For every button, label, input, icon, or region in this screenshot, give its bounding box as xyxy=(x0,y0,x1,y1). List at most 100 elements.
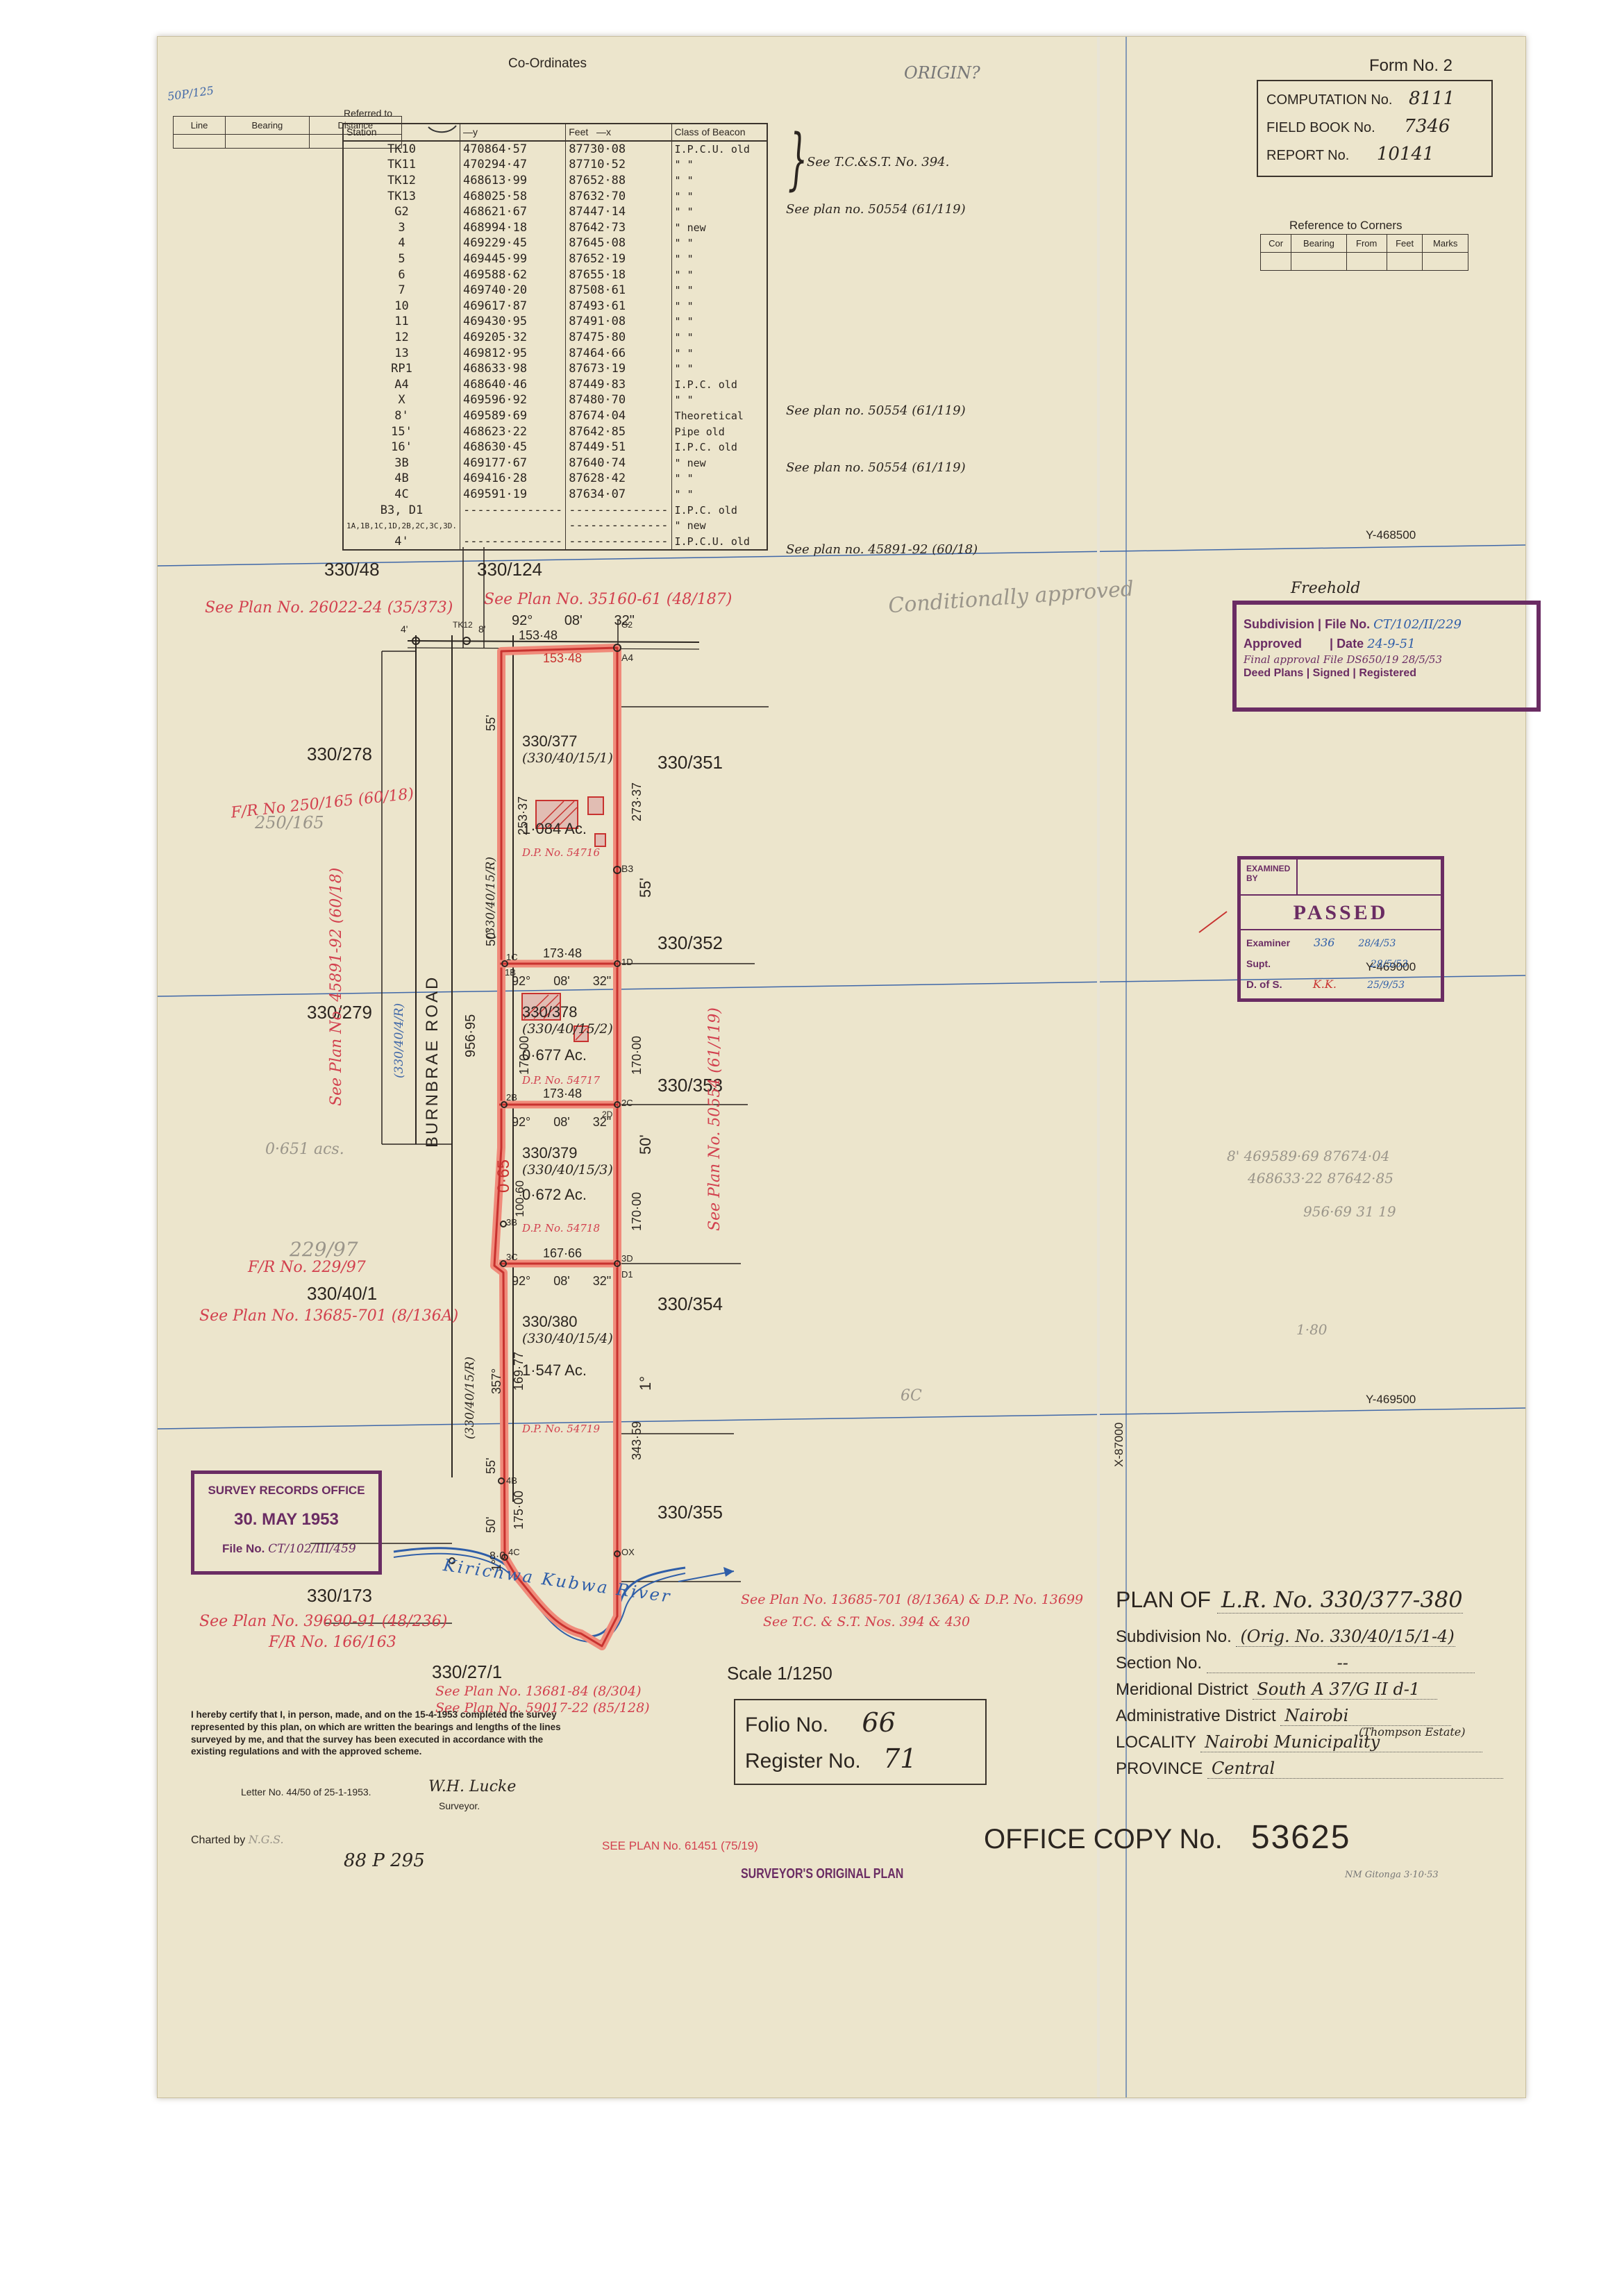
pencil-1-80: 1·80 xyxy=(1296,1321,1328,1338)
see-plan-39690: See Plan No. 39690-91 (48/236) xyxy=(199,1613,448,1630)
road-name: BURNBRAE ROAD xyxy=(423,975,442,1148)
dim-175-00: 175·00 xyxy=(512,1490,526,1530)
beacon-class-cell: " new xyxy=(674,221,706,234)
station-cell: B3, D1 xyxy=(343,502,460,518)
neighbour-330-173: 330/173 xyxy=(307,1585,372,1606)
locality-note: (Thompson Estate) xyxy=(1359,1725,1466,1738)
station-cell: 15' xyxy=(343,424,460,439)
x-cell: 87640·74 xyxy=(565,455,672,471)
coordinates-referred-to: Referred to xyxy=(344,108,393,119)
certificate-surveyor: Surveyor. xyxy=(439,1800,480,1811)
fr-229-97: F/R No. 229/97 xyxy=(248,1259,366,1276)
see-plan-61451: SEE PLAN No. 61451 (75/19) xyxy=(602,1839,758,1852)
certificate-letter: Letter No. 44/50 of 25-1-1953. xyxy=(241,1786,371,1798)
neighbour-330-353: 330/353 xyxy=(658,1075,723,1096)
beacon-class-cell: " " xyxy=(674,299,694,312)
x-cell: 87642·85 xyxy=(565,424,672,439)
beacon-g2: G2 xyxy=(621,620,633,630)
beacon-class-cell: " " xyxy=(674,268,694,281)
beacon-class-cell: " " xyxy=(674,394,694,407)
road-reserve-upper: (330/40/15/R) xyxy=(484,857,498,939)
x-cell: 87710·52 xyxy=(565,157,672,173)
form-number: Form No. 2 xyxy=(1369,56,1453,75)
beacon-3b: 3B xyxy=(506,1217,517,1227)
x-header: —x xyxy=(596,126,611,138)
reference-corners-table: Cor Bearing From Feet Marks xyxy=(1259,234,1468,271)
x-cell: 87628·42 xyxy=(565,471,672,487)
y-cell: 468640·46 xyxy=(460,376,567,393)
beacon-class-cell: " " xyxy=(674,206,694,219)
x-cell: 87652·19 xyxy=(565,251,672,267)
y-cell: 468613·99 xyxy=(460,172,567,189)
x-cell: 87642·73 xyxy=(565,219,672,236)
station-cell: 4B xyxy=(343,471,460,487)
y-cell: 468621·67 xyxy=(460,203,567,220)
beacon-4c: 4C xyxy=(508,1547,520,1557)
station-cell: 16' xyxy=(343,439,460,455)
grid-label-y1: Y-468500 xyxy=(1366,528,1416,542)
bearing-header: Bearing xyxy=(225,116,310,135)
folio-value: 66 xyxy=(862,1707,896,1738)
passed-supt: Supt. xyxy=(1246,958,1271,969)
station-cell: 3 xyxy=(343,219,460,236)
see-plan-13685: See Plan No. 13685-701 (8/136A) xyxy=(199,1307,459,1325)
y-cell: -------------- xyxy=(460,533,567,551)
neighbour-330-48: 330/48 xyxy=(324,559,380,580)
beacon-2d: 2D xyxy=(602,1109,613,1119)
passed-dos: D. of S. xyxy=(1246,979,1282,991)
coord-note-3: See plan no. 50554 (61/119) xyxy=(786,403,966,418)
coord-note-5: See plan no. 45891-92 (60/18) xyxy=(786,542,978,557)
stamp-file-value: CT/102/II/229 xyxy=(1373,617,1462,632)
bearing-b4-right: 55' xyxy=(637,878,654,898)
neighbour-330-351: 330/351 xyxy=(658,752,723,773)
station-cell: A4 xyxy=(343,376,460,393)
y-cell: 470864·57 xyxy=(460,140,567,158)
see-plan-26022: See Plan No. 26022-24 (35/373) xyxy=(205,599,453,617)
station-cell: RP1 xyxy=(343,360,460,377)
dim-170-00-a: 170·00 xyxy=(517,1035,531,1075)
bottom-pencil-note: 88 P 295 xyxy=(344,1850,425,1871)
coordinate-row: B3, D1----------------------------I.P.C.… xyxy=(343,502,767,518)
admin-row: Administrative District Nairobi xyxy=(1116,1706,1452,1726)
corner-initials: NM Gitonga 3·10·53 xyxy=(1345,1870,1439,1880)
station-cell: 4' xyxy=(343,533,460,551)
survey-plan-sheet: Form No. 2 50P/125 ORIGIN? COMPUTATION N… xyxy=(157,36,1541,2098)
meridional-row: Meridional District South A 37/G II d-1 xyxy=(1116,1679,1438,1700)
beacon-class-cell: " " xyxy=(674,346,694,360)
computation-box: COMPUTATION No. 8111 FIELD BOOK No. 7346… xyxy=(1257,80,1493,177)
y-cell: 469617·87 xyxy=(460,298,567,315)
y-cell: 468633·98 xyxy=(460,360,567,377)
bearing-header-2: Bearing xyxy=(1291,234,1347,253)
pencil-coord-2: 468633·22 87642·85 xyxy=(1248,1170,1393,1187)
dim-170-00-b: 170·00 xyxy=(630,1035,644,1075)
stamp-file-no: File No. xyxy=(1325,617,1371,631)
beacon-2b: 2B xyxy=(506,1092,517,1103)
beacon-1c: 1C xyxy=(506,952,518,962)
subdivision-value: (Orig. No. 330/40/15/1-4) xyxy=(1236,1627,1456,1647)
beacon-class-cell: I.P.C. old xyxy=(674,441,737,454)
beacon-header: Class of Beacon xyxy=(674,126,746,138)
meridional-label: Meridional District xyxy=(1116,1680,1248,1699)
charted-by-value: N.G.S. xyxy=(248,1833,284,1846)
beacon-tk12: TK12 xyxy=(453,620,473,630)
passed-examiner-value: 336 xyxy=(1313,936,1335,949)
x-cell: 87480·70 xyxy=(565,392,672,408)
stamp-signed: Signed xyxy=(1312,667,1350,679)
station-cell: 8' xyxy=(343,408,460,424)
scale: Scale 1/1250 xyxy=(727,1663,832,1684)
see-plan-50554: See Plan No. 50554 (61/119) xyxy=(706,1007,723,1231)
stamp-deed-plans: Deed Plans xyxy=(1244,667,1304,679)
parcel-330-380: 330/380 (330/40/15/4) 1·547 Ac. D.P. No.… xyxy=(522,1313,613,1435)
x-cell: 87632·70 xyxy=(565,188,672,204)
report-value: 10141 xyxy=(1376,144,1434,165)
station-cell: 12 xyxy=(343,329,460,346)
x-cell: 87645·08 xyxy=(565,235,672,251)
see-plan-45891: See Plan No. 45891-92 (60/18) xyxy=(328,867,345,1106)
neighbour-330-27-1: 330/27/1 xyxy=(432,1661,503,1682)
